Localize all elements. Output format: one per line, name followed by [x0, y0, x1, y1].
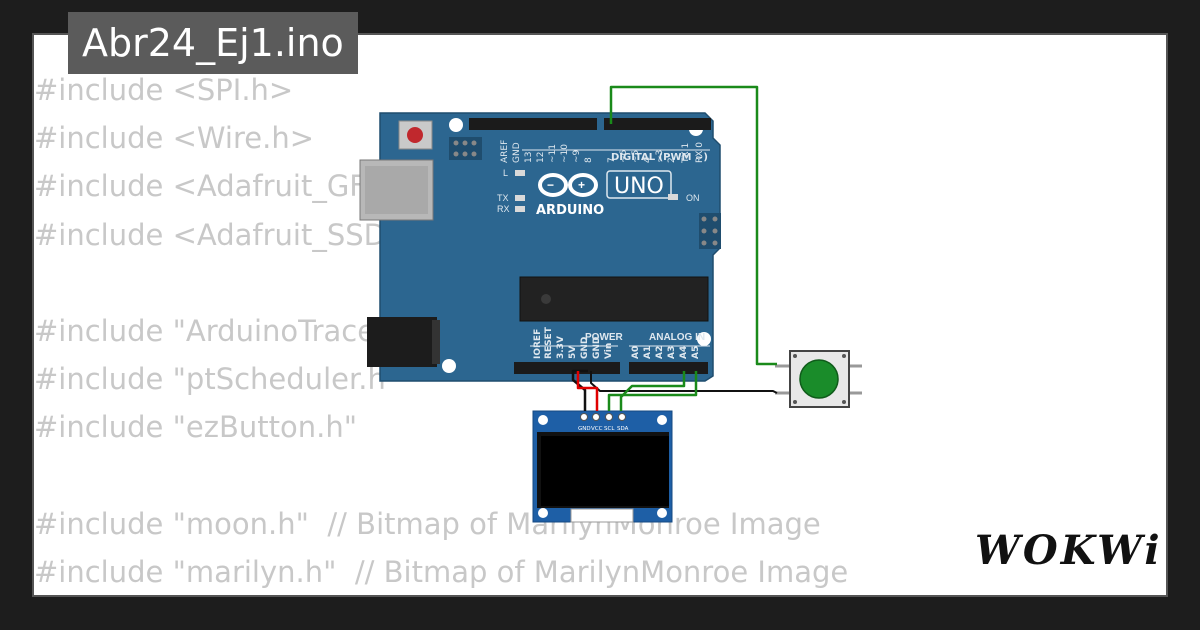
- arduino-logo: [538, 173, 598, 197]
- pin-label: ~5: [631, 150, 641, 163]
- pin-label: ~9: [572, 149, 582, 163]
- model-label: UNO: [614, 174, 664, 199]
- pin-label: 12: [536, 152, 546, 163]
- led-l-label: L: [503, 168, 508, 178]
- analog-label: ANALOG IN: [649, 332, 705, 343]
- code-line: #include "ezButton.h": [34, 410, 358, 445]
- pin-label: ~6: [619, 149, 629, 163]
- pin-label: A0: [631, 346, 641, 359]
- code-line: #include <Wire.h>: [34, 121, 315, 156]
- pin-label: RX 0: [695, 142, 705, 163]
- on-label: ON: [686, 193, 700, 203]
- digital-label: DIGITAL (PWM ~): [611, 152, 708, 163]
- pin-label: IOREF: [533, 329, 543, 359]
- oled-display[interactable]: GND VCC SCL SDA: [532, 410, 673, 523]
- pin-label: 5V: [568, 346, 578, 359]
- pin-label: 7: [607, 157, 617, 163]
- pin-label: 4: [643, 157, 653, 163]
- pin-label: 8: [584, 157, 594, 163]
- pin-label: ~3: [655, 150, 665, 163]
- led-rx-label: RX: [497, 204, 510, 214]
- oled-pin-label: SCL: [604, 426, 615, 432]
- brand-label: ARDUINO: [536, 203, 604, 218]
- code-line: #include "ptScheduler.h": [34, 362, 400, 397]
- led-tx-label: TX: [497, 193, 509, 203]
- wires: [571, 85, 778, 411]
- pin-label: A2: [655, 346, 665, 359]
- code-line: #include "marilyn.h" // Bitmap of Marily…: [34, 554, 849, 589]
- wokwi-logo: WOKWi: [975, 527, 1163, 574]
- pin-label: A3: [667, 346, 677, 359]
- pin-label: GND: [592, 337, 602, 359]
- svg-text:−: −: [547, 178, 554, 192]
- oled-pin-label: SDA: [617, 426, 629, 432]
- oled-pin-label: VCC: [591, 426, 603, 432]
- file-title: Abr24_Ej1.ino: [68, 12, 358, 74]
- pin-label: ~10: [560, 144, 570, 163]
- wire-green: [607, 371, 698, 411]
- power-label: POWER: [585, 332, 624, 343]
- wire-green: [619, 371, 686, 411]
- pin-label: A4: [679, 346, 689, 359]
- pin-label: GND: [512, 142, 522, 163]
- pin-label: 2: [667, 157, 677, 163]
- wire-red: [576, 371, 599, 411]
- pin-label: GND: [580, 337, 590, 359]
- pin-label: Vin: [604, 343, 614, 359]
- svg-text:+: +: [578, 178, 585, 192]
- pin-label: 3.3V: [556, 336, 566, 359]
- pin-label: TX 1: [681, 143, 691, 164]
- code-line: #include <SPI.h>: [34, 73, 294, 107]
- code-preview: #include <SPI.h> #include <Wire.h> #incl…: [34, 66, 848, 596]
- push-button[interactable]: [775, 350, 862, 408]
- pin-label: 13: [524, 152, 534, 163]
- oled-pin-label: GND: [578, 426, 591, 432]
- pin-label: A1: [643, 346, 653, 359]
- pin-label: ~11: [548, 144, 558, 163]
- arduino-uno-board[interactable]: AREF GND 13 12 ~11 ~10 ~9 8 7 ~6 ~5 4 ~3…: [359, 112, 721, 382]
- wire-green: [609, 85, 777, 366]
- pin-label: AREF: [500, 140, 510, 163]
- wire-black: [590, 371, 778, 394]
- pin-label: RESET: [544, 326, 554, 359]
- pin-label: A5: [691, 346, 701, 359]
